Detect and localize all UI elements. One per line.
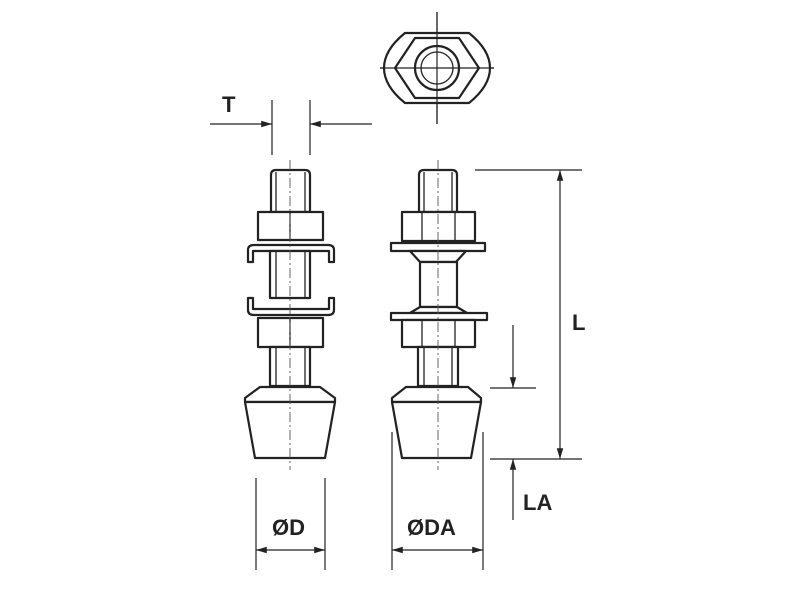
leveling-foot-adjustable [389, 160, 489, 470]
label-t: T [222, 92, 236, 117]
dimension-l: L [475, 169, 585, 460]
label-la: LA [523, 490, 552, 515]
dimension-da: ØDA [391, 432, 484, 570]
label-d: ØD [272, 515, 305, 540]
dimension-la: LA [490, 325, 552, 520]
label-l: L [572, 310, 585, 335]
dimension-d: ØD [255, 478, 326, 570]
dimension-t: T [210, 92, 372, 155]
label-da: ØDA [407, 515, 456, 540]
top-view-nut [380, 12, 494, 124]
leveling-foot-standard [243, 160, 337, 470]
